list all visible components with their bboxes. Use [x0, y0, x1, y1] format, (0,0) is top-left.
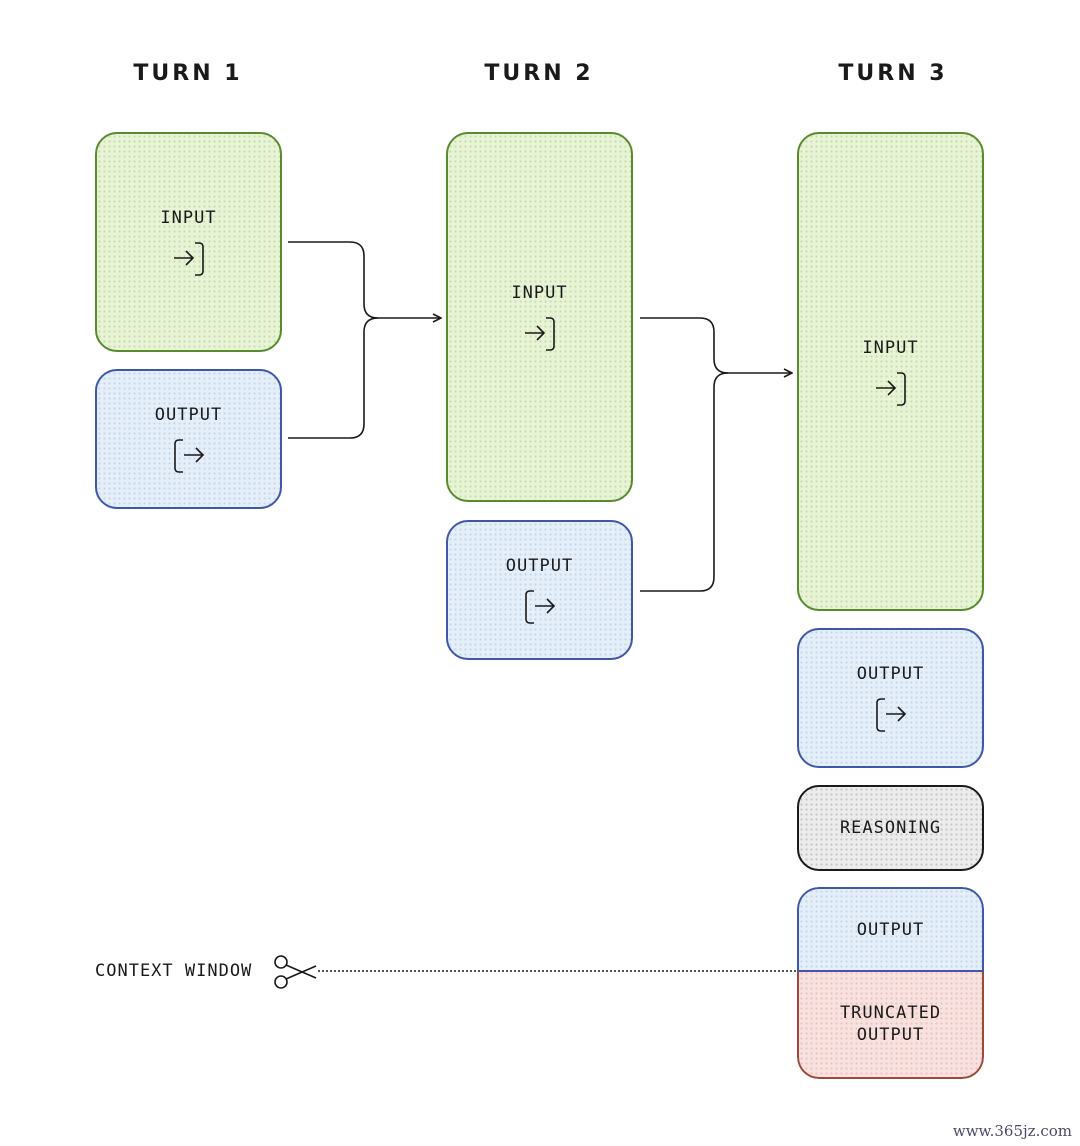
output-label: OUTPUT [154, 405, 223, 425]
turn-2-title: TURN 2 [484, 61, 594, 86]
connector-t1-output [288, 317, 379, 439]
turn-3-reasoning-block: REASONING [797, 785, 984, 871]
truncated-output-label: TRUNCATED OUTPUT [839, 1003, 942, 1045]
connector-t2-input [640, 317, 729, 374]
input-label: INPUT [862, 337, 919, 358]
output-label: OUTPUT [856, 920, 925, 940]
turn-1-input-block: INPUT [95, 132, 282, 352]
exit-arrow-icon [875, 698, 906, 732]
exit-arrow-icon [524, 590, 555, 624]
reasoning-label: REASONING [839, 818, 942, 838]
enter-arrow-icon [875, 371, 906, 406]
turn-2-input-block: INPUT [446, 132, 633, 502]
truncated-output-section: TRUNCATED OUTPUT [797, 971, 984, 1079]
watermark: www.365jz.com [952, 1122, 1072, 1140]
kept-output-section: OUTPUT [797, 887, 984, 971]
output-label: OUTPUT [856, 664, 925, 684]
connector-t2-output [640, 372, 729, 592]
turn-3-input-block: INPUT [797, 132, 984, 611]
exit-arrow-icon [173, 439, 204, 473]
turn-3-output-block: OUTPUT [797, 628, 984, 768]
output-label: OUTPUT [505, 556, 574, 576]
enter-arrow-icon [173, 242, 204, 276]
turn-3-title: TURN 3 [838, 61, 948, 86]
context-window-label: CONTEXT WINDOW [95, 961, 253, 981]
scissors-icon [274, 955, 317, 989]
turn-3-final-output-block: OUTPUT TRUNCATED OUTPUT [797, 887, 984, 1079]
turn-1-output-block: OUTPUT [95, 369, 282, 509]
turn-1-title: TURN 1 [133, 61, 243, 86]
turn-2-output-block: OUTPUT [446, 520, 633, 660]
context-window-boundary [797, 970, 984, 972]
enter-arrow-icon [524, 317, 555, 351]
connector-t1-input [288, 241, 379, 319]
input-label: INPUT [160, 208, 217, 228]
input-label: INPUT [511, 283, 568, 303]
